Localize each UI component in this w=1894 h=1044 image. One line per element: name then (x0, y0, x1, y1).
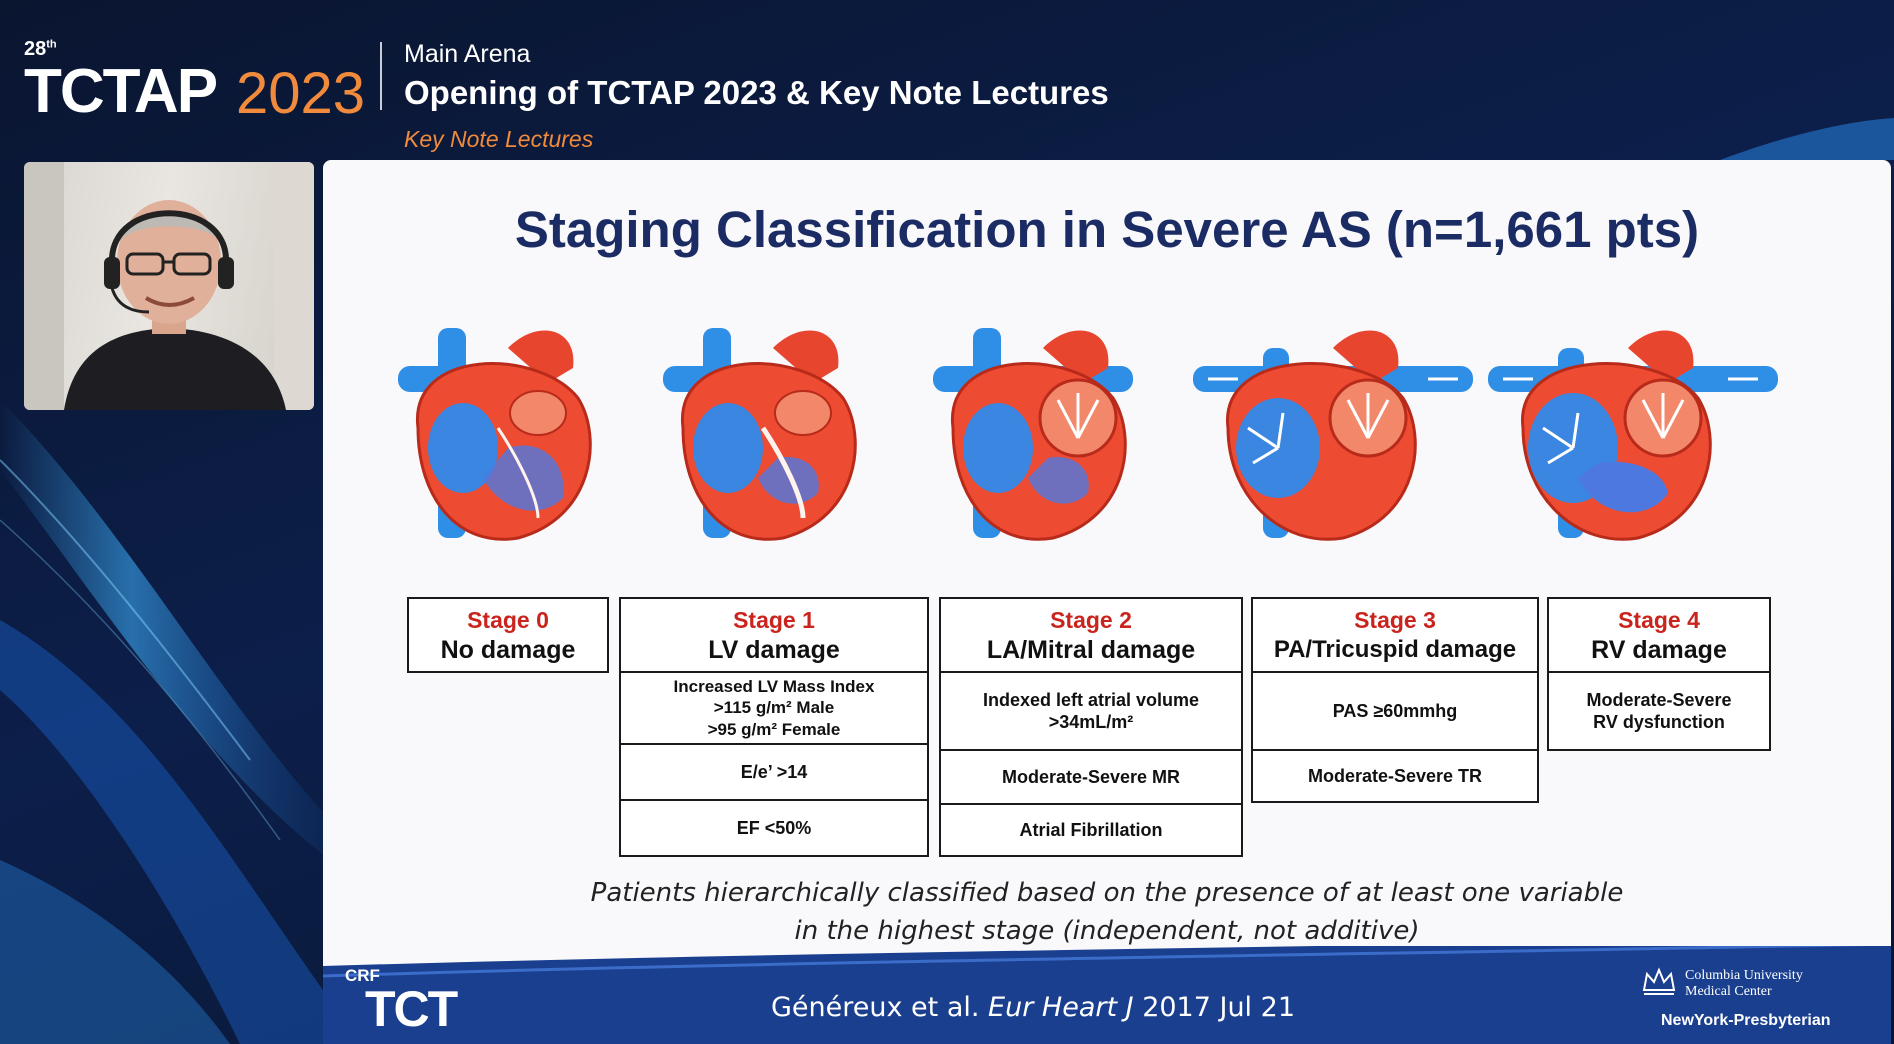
stage-2-criterion: Atrial Fibrillation (939, 803, 1243, 857)
criterion-line: Indexed left atrial volume (982, 689, 1200, 710)
criterion-line: E/e’ >14 (740, 761, 808, 782)
stage-1-criterion: EF <50% (619, 799, 929, 857)
columbia-logo: Columbia University Medical Center (1685, 968, 1803, 1000)
presentation-slide: Staging Classification in Severe AS (n=1… (323, 160, 1891, 1044)
stage-1-criterion: Increased LV Mass Index >115 g/m² Male >… (619, 671, 929, 745)
criterion-line: >115 g/m² Male (713, 698, 835, 718)
criterion-line: Moderate-Severe (1586, 689, 1732, 710)
stage-label: Stage 4 (1618, 607, 1700, 633)
stage-2-criterion: Moderate-Severe MR (939, 749, 1243, 805)
heart-illustration-icon (933, 328, 1133, 541)
criterion-line: EF <50% (736, 817, 812, 838)
criterion-line: Moderate-Severe TR (1307, 765, 1483, 786)
stage-3-criterion: PAS ≥60mmhg (1251, 671, 1539, 751)
criterion-line: PAS ≥60mmhg (1332, 700, 1458, 721)
citation-date: 2017 Jul 21 (1142, 992, 1295, 1023)
slide-footer-band (323, 946, 1891, 1044)
stage-4-criterion: Moderate-Severe RV dysfunction (1547, 671, 1771, 751)
venue-label: Main Arena (404, 40, 531, 68)
heart-illustration-icon (663, 328, 857, 541)
heart-illustration-icon (1193, 330, 1473, 541)
nyp-logo: NewYork-Presbyterian (1661, 1012, 1831, 1029)
stage-3-criterion: Moderate-Severe TR (1251, 749, 1539, 803)
stage-name: LA/Mitral damage (986, 636, 1196, 664)
columbia-line-2: Medical Center (1685, 984, 1772, 1000)
criterion-line: Moderate-Severe MR (1001, 766, 1181, 787)
citation-authors: Généreux et al. (770, 992, 980, 1023)
stage-2-header: Stage 2 LA/Mitral damage (939, 597, 1243, 673)
citation: Généreux et al. Eur Heart J 2017 Jul 21 (323, 992, 1743, 1023)
criterion-line: RV dysfunction (1593, 712, 1725, 732)
criterion-line: Atrial Fibrillation (1019, 819, 1163, 840)
stage-1-header: Stage 1 LV damage (619, 597, 929, 673)
speaker-video[interactable] (24, 162, 314, 410)
criterion-line: Increased LV Mass Index (673, 677, 875, 697)
stage-name: LV damage (708, 636, 840, 664)
stage-name: RV damage (1591, 636, 1727, 664)
stage-label: Stage 0 (467, 607, 549, 633)
columbia-line-1: Columbia University (1685, 968, 1803, 983)
crown-icon (1642, 967, 1676, 995)
stage-2-criterion: Indexed left atrial volume >34mL/m² (939, 671, 1243, 751)
session-subtitle: Key Note Lectures (404, 126, 594, 152)
stage-3-header: Stage 3 PA/Tricuspid damage (1251, 597, 1539, 673)
classification-note-line-1: Patients hierarchically classified based… (590, 878, 1624, 908)
header-divider (380, 42, 382, 110)
stage-0-header: Stage 0 No damage (407, 597, 609, 673)
stage-4-header: Stage 4 RV damage (1547, 597, 1771, 673)
stage-label: Stage 2 (1050, 607, 1132, 633)
stage-1-criterion: E/e’ >14 (619, 743, 929, 801)
classification-note-line-2: in the highest stage (independent, not a… (794, 916, 1420, 946)
headset-icon (104, 210, 234, 314)
crf-logo: CRF (345, 966, 380, 985)
slide-title: Staging Classification in Severe AS (n=1… (514, 201, 1700, 258)
stage-label: Stage 3 (1354, 607, 1436, 633)
brand-year: 2023 (236, 61, 366, 126)
citation-journal: Eur Heart J (988, 992, 1134, 1023)
edition-label: 28th (24, 38, 57, 60)
criterion-line: >34mL/m² (1048, 712, 1134, 732)
brand-name: TCTAP (24, 57, 218, 126)
heart-illustration-icon (398, 328, 592, 541)
stage-name: PA/Tricuspid damage (1273, 636, 1517, 663)
stage-name: No damage (440, 636, 576, 664)
speaker-image (24, 162, 314, 410)
heart-illustration-icon (1488, 330, 1778, 541)
criterion-line: >95 g/m² Female (707, 719, 841, 739)
tct-logo: TCT (365, 981, 458, 1037)
stage-label: Stage 1 (733, 607, 815, 633)
session-title: Opening of TCTAP 2023 & Key Note Lecture… (404, 74, 1109, 111)
